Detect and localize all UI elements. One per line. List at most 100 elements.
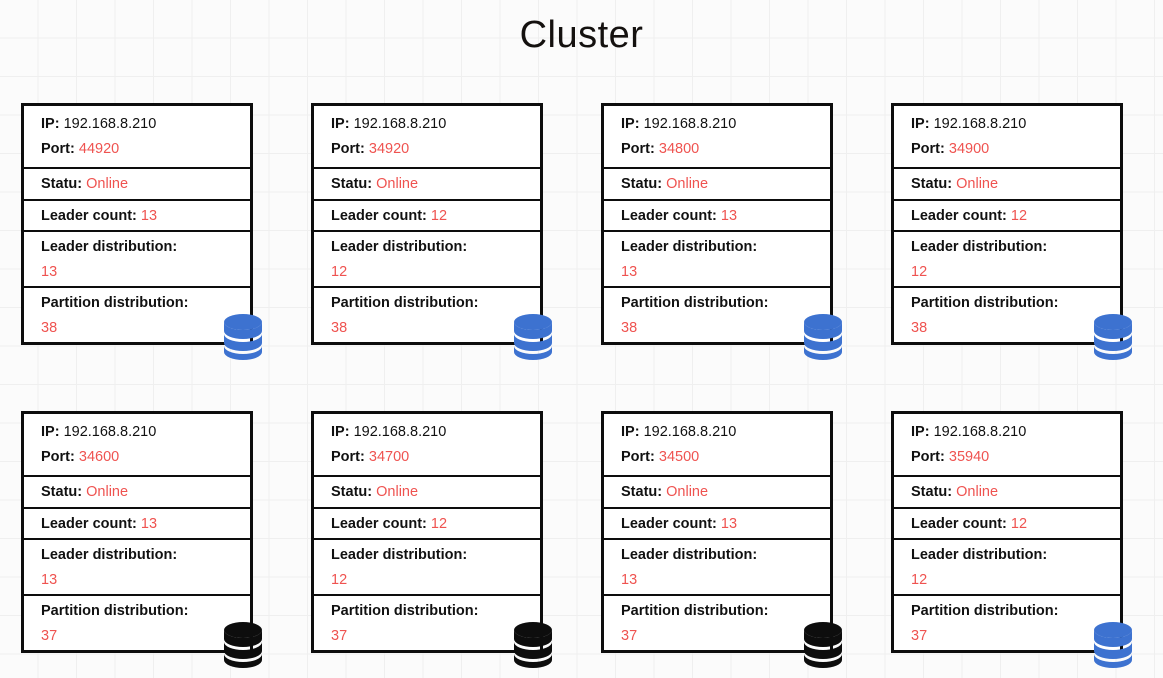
ip-colon: : bbox=[54, 424, 60, 440]
port-label: Port bbox=[41, 140, 70, 157]
database-icon[interactable] bbox=[221, 312, 265, 360]
leader-count-value: 13 bbox=[140, 516, 158, 532]
ip-colon: : bbox=[634, 424, 640, 440]
node-ip-line: IP: 192.168.8.210 bbox=[621, 420, 821, 445]
node-leader-count-row: Leader count: 13 bbox=[24, 201, 250, 232]
leader-distribution-value: 13 bbox=[621, 263, 638, 280]
leader-distribution-value: 12 bbox=[331, 571, 348, 588]
leader-count-value: 12 bbox=[430, 516, 448, 532]
leader-count-colon: : bbox=[1002, 208, 1007, 224]
leader-distribution-label: Leader distribution bbox=[911, 547, 1043, 563]
status-badge: Online bbox=[666, 176, 709, 192]
leader-distribution-label: Leader distribution bbox=[41, 239, 173, 255]
database-icon[interactable] bbox=[1091, 312, 1135, 360]
port-value: 34920 bbox=[368, 140, 410, 157]
partition-distribution-value: 37 bbox=[911, 627, 928, 644]
status-badge: Online bbox=[86, 484, 129, 500]
status-label: Statu bbox=[331, 484, 368, 500]
ip-value: 192.168.8.210 bbox=[643, 424, 737, 440]
node-leader-count-row: Leader count: 13 bbox=[24, 509, 250, 540]
ip-label: IP bbox=[331, 424, 345, 440]
ip-colon: : bbox=[924, 116, 930, 132]
leader-count-value: 13 bbox=[720, 516, 738, 532]
port-colon: : bbox=[650, 448, 655, 465]
database-icon[interactable] bbox=[511, 312, 555, 360]
status-label: Statu bbox=[911, 176, 948, 192]
ip-label: IP bbox=[41, 424, 55, 440]
partition-distribution-label-line: Partition distribution: bbox=[621, 291, 821, 316]
ip-colon: : bbox=[634, 116, 640, 132]
leader-distribution-label: Leader distribution bbox=[621, 547, 753, 563]
leader-distribution-colon: : bbox=[172, 239, 178, 255]
leader-distribution-label-line: Leader distribution: bbox=[911, 235, 1111, 260]
leader-distribution-colon: : bbox=[1042, 547, 1048, 563]
node-ip-line: IP: 192.168.8.210 bbox=[911, 420, 1111, 445]
partition-distribution-colon: : bbox=[1053, 295, 1059, 311]
partition-distribution-value: 38 bbox=[911, 319, 928, 336]
database-icon[interactable] bbox=[801, 620, 845, 668]
database-icon[interactable] bbox=[511, 620, 555, 668]
ip-value: 192.168.8.210 bbox=[643, 116, 737, 132]
port-label: Port bbox=[621, 140, 650, 157]
ip-label: IP bbox=[621, 116, 635, 132]
partition-distribution-label-line: Partition distribution: bbox=[911, 599, 1111, 624]
status-badge: Online bbox=[376, 176, 419, 192]
partition-distribution-label: Partition distribution bbox=[621, 603, 764, 619]
ip-label: IP bbox=[41, 116, 55, 132]
node-leader-distribution-row: Leader distribution: 13 bbox=[604, 540, 830, 596]
node-port-line: Port: 34500 bbox=[621, 445, 821, 470]
node-port-line: Port: 34700 bbox=[331, 445, 531, 470]
database-icon[interactable] bbox=[221, 620, 265, 668]
port-label: Port bbox=[41, 448, 70, 465]
ip-value: 192.168.8.210 bbox=[933, 424, 1027, 440]
node-ip-line: IP: 192.168.8.210 bbox=[41, 112, 241, 137]
ip-colon: : bbox=[344, 424, 350, 440]
status-badge: Online bbox=[376, 484, 419, 500]
node-ip-line: IP: 192.168.8.210 bbox=[911, 112, 1111, 137]
node-status-row: Statu: Online bbox=[604, 169, 830, 201]
status-colon: : bbox=[947, 484, 953, 500]
leader-distribution-value: 13 bbox=[621, 571, 638, 588]
port-value: 34700 bbox=[368, 448, 410, 465]
partition-distribution-label-line: Partition distribution: bbox=[41, 599, 241, 624]
port-value: 44920 bbox=[78, 140, 120, 157]
leader-distribution-colon: : bbox=[752, 547, 758, 563]
ip-colon: : bbox=[54, 116, 60, 132]
leader-distribution-label-line: Leader distribution: bbox=[331, 543, 531, 568]
database-icon[interactable] bbox=[801, 312, 845, 360]
status-colon: : bbox=[367, 484, 373, 500]
leader-count-value: 12 bbox=[430, 208, 448, 224]
partition-distribution-label: Partition distribution bbox=[621, 295, 764, 311]
partition-distribution-colon: : bbox=[183, 603, 189, 619]
node-leader-count-row: Leader count: 12 bbox=[894, 201, 1120, 232]
leader-count-label: Leader count bbox=[621, 516, 713, 532]
database-icon[interactable] bbox=[1091, 620, 1135, 668]
node-partition-distribution-row: Partition distribution:37 bbox=[314, 596, 540, 651]
partition-distribution-colon: : bbox=[473, 603, 479, 619]
node-port-line: Port: 34600 bbox=[41, 445, 241, 470]
port-label: Port bbox=[331, 448, 360, 465]
port-colon: : bbox=[360, 448, 365, 465]
leader-distribution-colon: : bbox=[752, 239, 758, 255]
node-port-line: Port: 35940 bbox=[911, 445, 1111, 470]
leader-distribution-value: 12 bbox=[911, 263, 928, 280]
